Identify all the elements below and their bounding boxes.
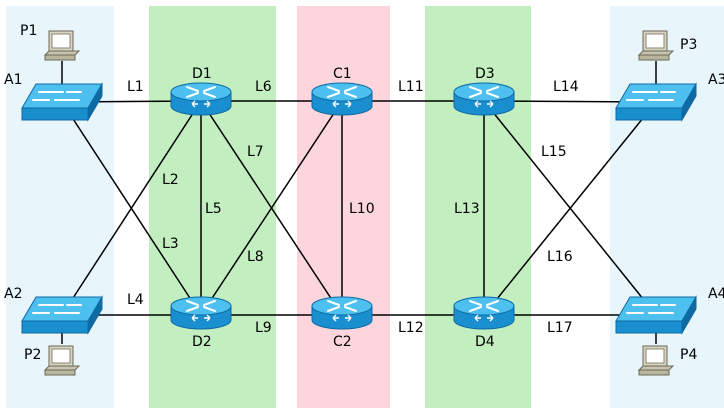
router-c2-icon bbox=[311, 296, 373, 330]
switch-label-a3: A3 bbox=[708, 72, 724, 88]
link-label-l13: L13 bbox=[454, 201, 480, 217]
link-label-l5: L5 bbox=[205, 201, 222, 217]
zone-access-left bbox=[6, 6, 114, 408]
pc-label-p4: P4 bbox=[680, 347, 697, 363]
pc-label-p3: P3 bbox=[680, 37, 697, 53]
router-d2-icon bbox=[170, 296, 232, 330]
router-d1-icon bbox=[170, 82, 232, 116]
switch-label-a2: A2 bbox=[4, 286, 22, 302]
link-label-l1: L1 bbox=[127, 79, 144, 95]
router-d3-icon bbox=[453, 82, 515, 116]
link-label-l4: L4 bbox=[127, 292, 144, 308]
link-label-l8: L8 bbox=[247, 249, 264, 265]
link-l3 bbox=[61, 101, 202, 316]
link-label-l2: L2 bbox=[162, 172, 179, 188]
link-l16 bbox=[483, 101, 657, 316]
link-label-l17: L17 bbox=[547, 320, 573, 336]
link-label-l14: L14 bbox=[553, 79, 579, 95]
router-label-d4: D4 bbox=[475, 334, 495, 350]
link-label-l15: L15 bbox=[541, 144, 567, 160]
router-c1-icon bbox=[311, 82, 373, 116]
pc-p3-icon bbox=[637, 30, 675, 61]
link-label-l6: L6 bbox=[255, 79, 272, 95]
pc-label-p1: P1 bbox=[20, 23, 37, 39]
pc-p1-icon bbox=[43, 30, 81, 61]
zone-dist-left bbox=[149, 6, 276, 408]
link-label-l3: L3 bbox=[162, 236, 179, 252]
link-label-l7: L7 bbox=[247, 144, 264, 160]
zone-core bbox=[297, 6, 390, 408]
link-label-l16: L16 bbox=[547, 249, 573, 265]
link-l8 bbox=[200, 100, 343, 316]
router-label-c2: C2 bbox=[333, 334, 352, 350]
switch-label-a1: A1 bbox=[4, 72, 22, 88]
switch-a4-icon bbox=[615, 295, 697, 335]
switch-a1-icon bbox=[21, 82, 103, 122]
link-label-l12: L12 bbox=[398, 320, 424, 336]
router-label-d2: D2 bbox=[192, 334, 212, 350]
router-d4-icon bbox=[453, 296, 515, 330]
zone-access-right bbox=[610, 6, 724, 408]
router-label-d3: D3 bbox=[475, 66, 495, 82]
link-label-l9: L9 bbox=[255, 320, 272, 336]
pc-label-p2: P2 bbox=[24, 347, 41, 363]
devices-layer bbox=[21, 30, 697, 376]
switch-a3-icon bbox=[615, 82, 697, 122]
switch-a2-icon bbox=[21, 295, 103, 335]
pc-p4-icon bbox=[637, 345, 675, 376]
zone-dist-right bbox=[425, 6, 531, 408]
zones-layer bbox=[6, 6, 724, 408]
link-label-l11: L11 bbox=[398, 79, 424, 95]
pc-p2-icon bbox=[43, 345, 81, 376]
router-label-c1: C1 bbox=[333, 66, 352, 82]
switch-label-a4: A4 bbox=[708, 286, 724, 302]
link-label-l10: L10 bbox=[349, 201, 375, 217]
router-label-d1: D1 bbox=[192, 66, 212, 82]
